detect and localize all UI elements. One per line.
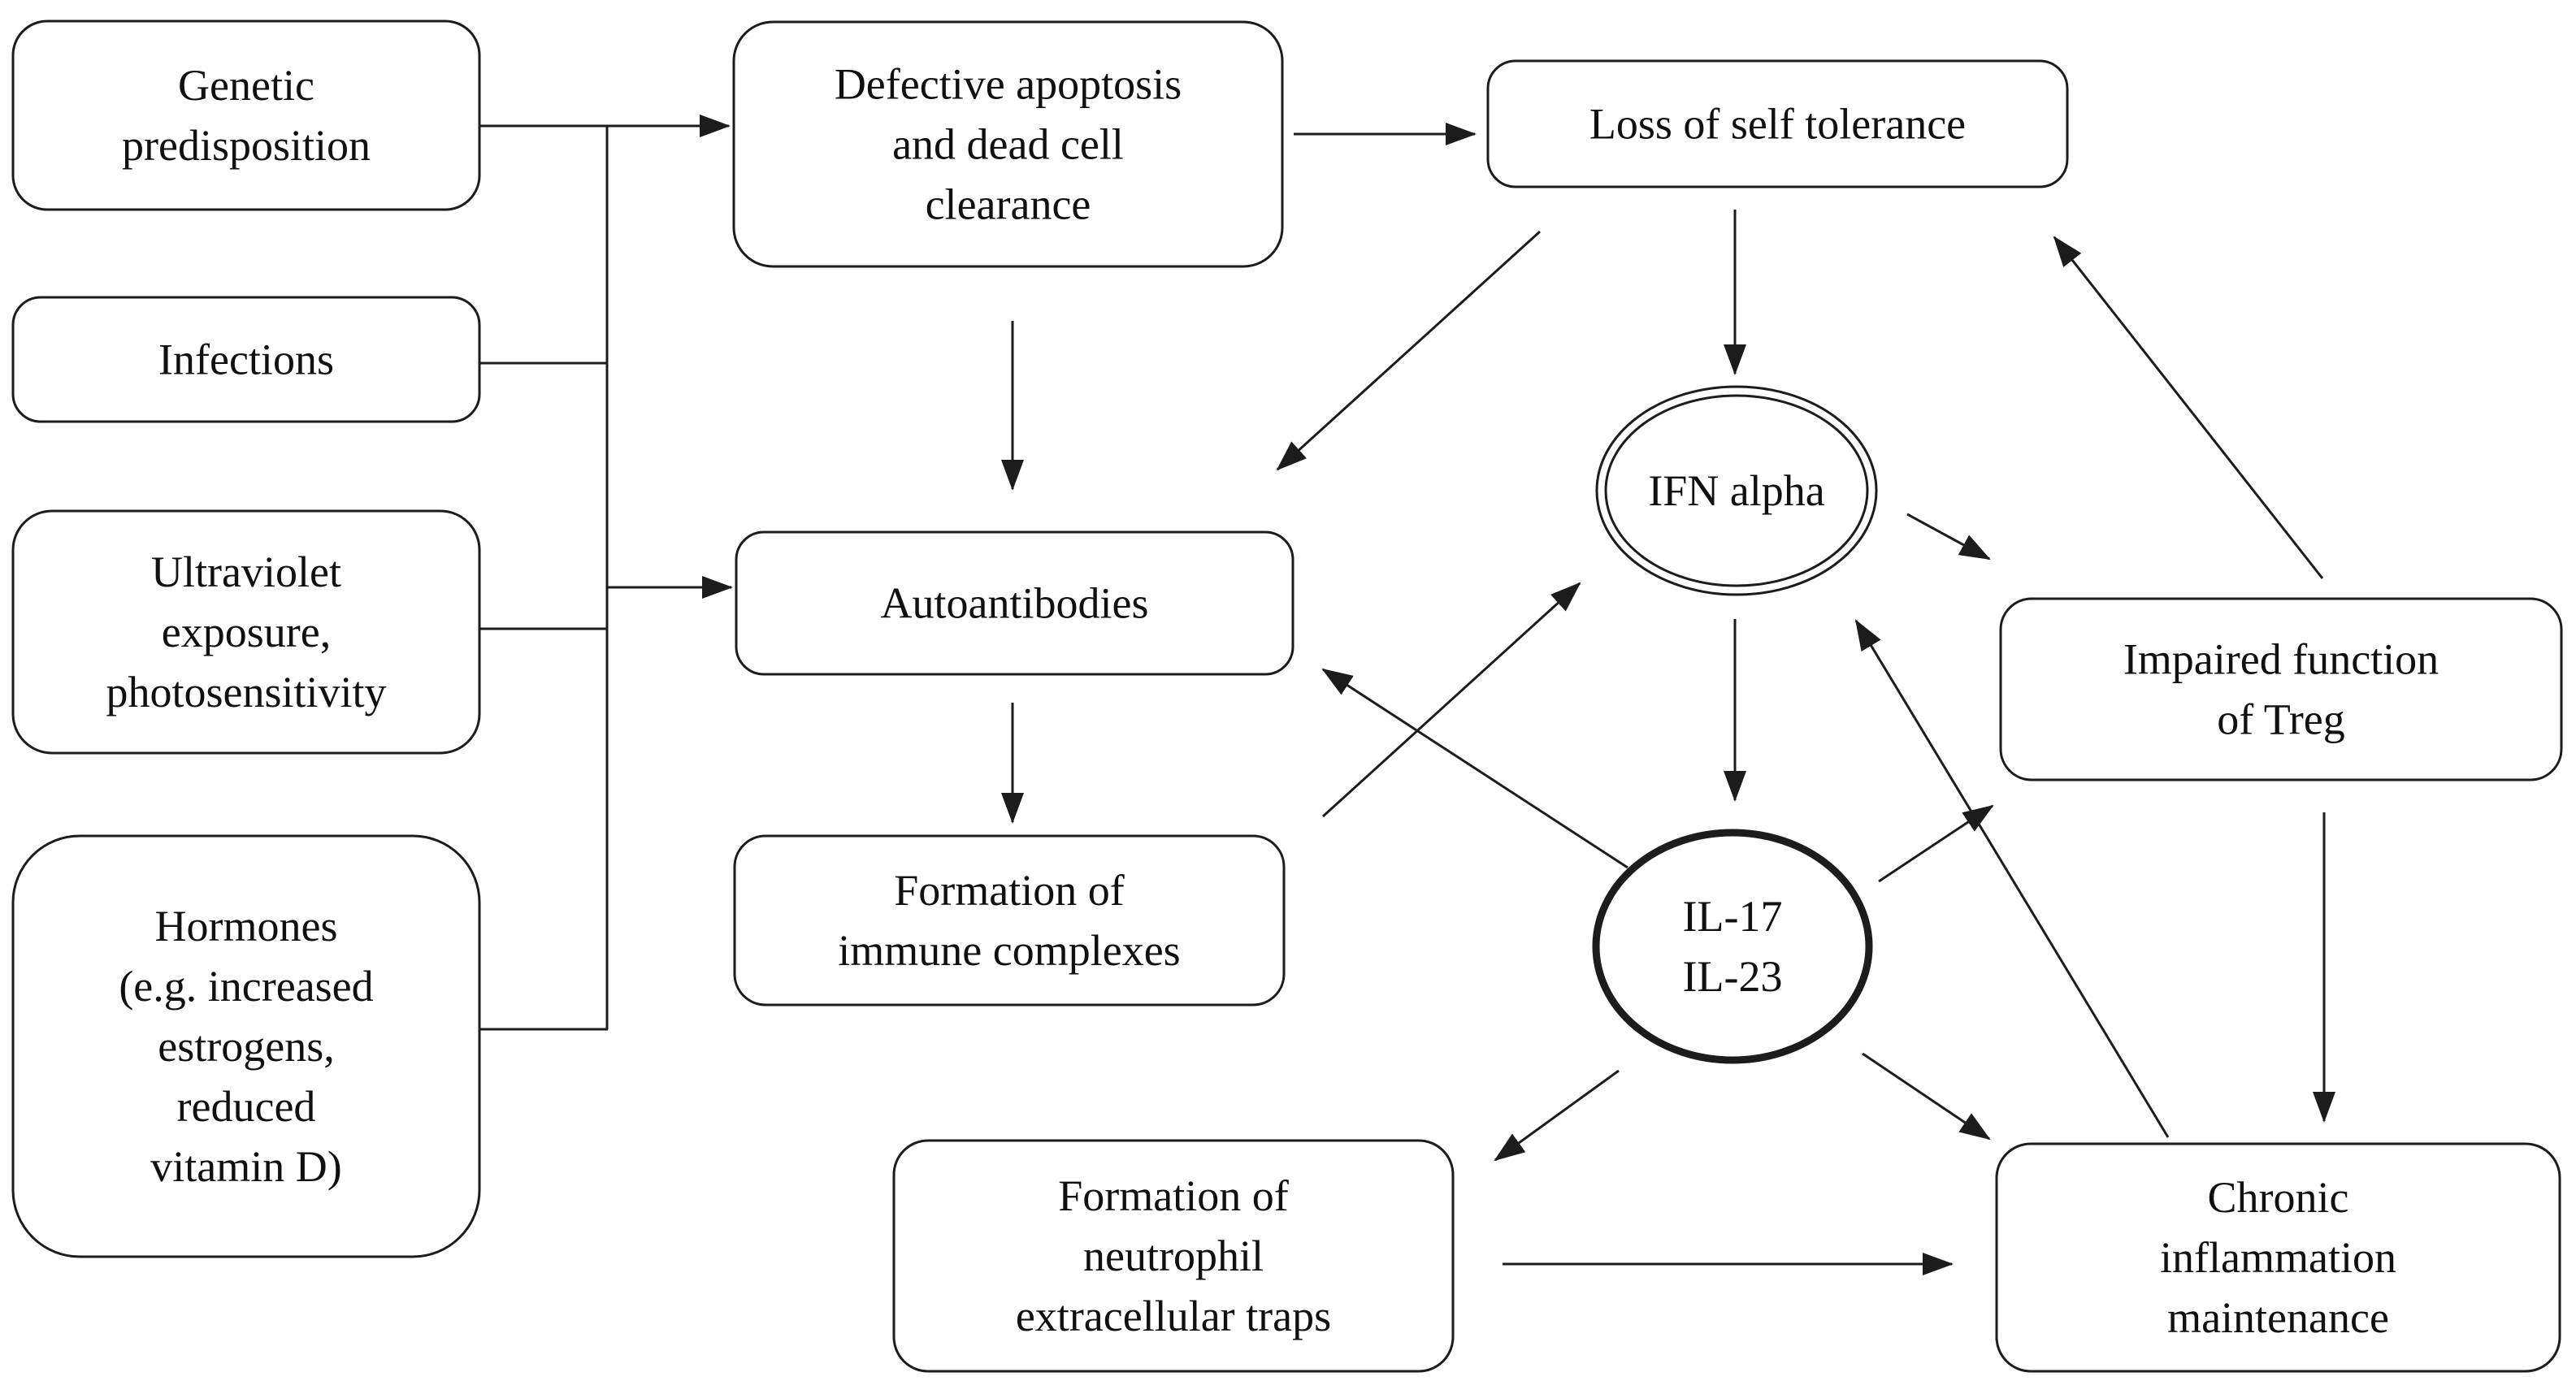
node-hormones-box — [11, 834, 481, 1258]
node-defective-apoptosis-label-line-2: clearance — [926, 180, 1091, 229]
node-ultraviolet-exposure-label-line-1: exposure, — [162, 608, 331, 656]
node-autoantibodies-box — [735, 530, 1295, 676]
node-formation-neutrophil-traps-label-line-0: Formation of — [1058, 1171, 1288, 1220]
node-chronic-inflammation-maintenance-label-line-1: inflammation — [2160, 1233, 2396, 1282]
node-genetic-predisposition-box — [11, 19, 481, 211]
node-formation-immune-complexes: Formation of immune complexes — [733, 834, 1286, 1007]
node-hormones-label-line-1: (e.g. increased — [119, 962, 373, 1011]
node-hormones-label-line-0: Hormones — [155, 902, 338, 950]
node-hormones: Hormones (e.g. increased estrogens, reduced… — [11, 834, 481, 1258]
node-loss-of-self-tolerance-box — [1486, 59, 2069, 188]
edge-il17-to-neutrophil-traps — [1494, 1069, 1620, 1162]
node-genetic-predisposition-label-line-1: predisposition — [122, 121, 371, 170]
node-ultraviolet-exposure: Ultraviolet exposure, photosensitivity — [11, 509, 481, 755]
node-formation-neutrophil-traps: Formation of neutrophil extracellular trap… — [892, 1139, 1455, 1373]
node-impaired-function-treg-label-line-1: of Treg — [2217, 695, 2345, 744]
node-chronic-inflammation-maintenance: Chronic inflammation maintenance — [1995, 1142, 2561, 1373]
node-infections: Infections — [11, 296, 481, 423]
node-hormones-label-line-3: reduced — [177, 1082, 316, 1131]
edge-il17-to-autoantibodies — [1321, 668, 1628, 869]
node-infections-box — [11, 296, 481, 423]
node-formation-immune-complexes-label-line-0: Formation of — [894, 866, 1124, 915]
node-infections-label-line-0: Infections — [158, 336, 334, 384]
node-il17-il23-label-line-1: IL-23 — [1683, 952, 1783, 1001]
edge-ifn-alpha-to-treg — [1906, 513, 1991, 561]
node-hormones-label-line-2: estrogens, — [158, 1022, 334, 1071]
node-loss-of-self-tolerance: Loss of self tolerance — [1486, 59, 2069, 188]
node-ultraviolet-exposure-box — [11, 509, 481, 755]
node-defective-apoptosis: Defective apoptosis and dead cell clearanc… — [732, 20, 1284, 268]
node-impaired-function-treg: Impaired function of Treg — [1999, 597, 2563, 781]
node-autoantibodies: Autoantibodies — [735, 530, 1295, 676]
node-chronic-inflammation-maintenance-label-line-0: Chronic — [2208, 1173, 2349, 1222]
edge-il17-to-chronic — [1862, 1052, 1991, 1141]
node-ultraviolet-exposure-label-line-0: Ultraviolet — [151, 548, 341, 596]
node-defective-apoptosis-label-line-0: Defective apoptosis — [835, 60, 1182, 109]
node-formation-immune-complexes-label-line-1: immune complexes — [838, 926, 1180, 975]
node-defective-apoptosis-label-line-1: and dead cell — [892, 120, 1124, 169]
edge-chronic-to-ifn-alpha — [1854, 619, 2170, 1138]
node-chronic-inflammation-maintenance-box — [1995, 1142, 2561, 1373]
edge-treg-to-loss — [2053, 236, 2324, 579]
node-loss-of-self-tolerance-label-line-0: Loss of self tolerance — [1589, 100, 1966, 149]
node-hormones-label-line-4: vitamin D) — [150, 1142, 341, 1191]
node-formation-neutrophil-traps-box — [892, 1139, 1455, 1373]
node-impaired-function-treg-label-line-0: Impaired function — [2123, 635, 2439, 684]
node-il17-il23-ellipse — [1592, 829, 1873, 1064]
node-formation-neutrophil-traps-label-line-2: extracellular traps — [1016, 1292, 1331, 1340]
node-defective-apoptosis-box — [732, 20, 1284, 268]
edge-loss-to-autoantibodies — [1276, 230, 1542, 471]
edge-immune-complexes-to-ifn-alpha — [1321, 582, 1581, 818]
node-formation-neutrophil-traps-label-line-1: neutrophil — [1083, 1232, 1264, 1280]
node-ifn-alpha-inner-ellipse — [1604, 394, 1869, 587]
node-ifn-alpha: IFN alpha — [1595, 385, 1878, 596]
node-autoantibodies-label-line-0: Autoantibodies — [881, 579, 1149, 628]
edge-il17-to-treg — [1878, 804, 1994, 883]
node-formation-immune-complexes-box — [733, 834, 1286, 1007]
node-ultraviolet-exposure-label-line-2: photosensitivity — [106, 668, 386, 716]
node-chronic-inflammation-maintenance-label-line-2: maintenance — [2167, 1293, 2389, 1342]
node-ifn-alpha-label-line-0: IFN alpha — [1648, 466, 1824, 515]
node-impaired-function-treg-box — [1999, 597, 2563, 781]
node-genetic-predisposition: Genetic predisposition — [11, 19, 481, 211]
node-genetic-predisposition-label-line-0: Genetic — [178, 61, 314, 110]
node-ifn-alpha-outer-ellipse — [1595, 385, 1878, 596]
node-il17-il23-label-line-0: IL-17 — [1683, 892, 1783, 941]
